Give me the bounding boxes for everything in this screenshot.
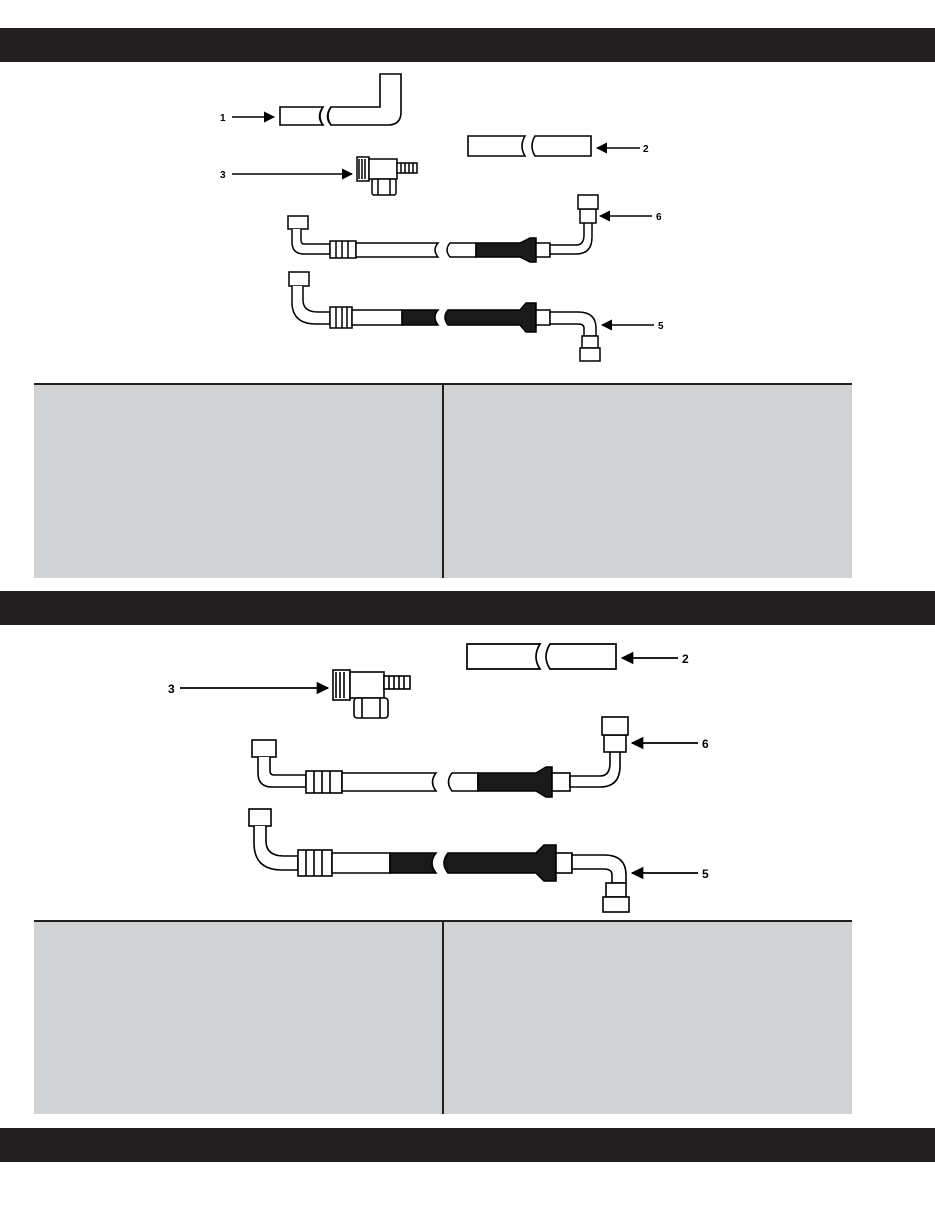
callout-2-label: 2 [643, 144, 649, 155]
callout-3-label: 3 [220, 170, 226, 181]
part-5-hose-assembly [248, 808, 630, 913]
part-3-tee-fitting [356, 156, 418, 196]
info-panel-2-left [34, 922, 442, 1114]
part-2-straight-tube [467, 135, 592, 157]
part-1-elbow-tube [279, 73, 402, 126]
parts-diagram-1: 1 2 3 6 5 [220, 73, 664, 362]
callout-3-label: 3 [168, 682, 175, 696]
callout-5-label: 5 [702, 867, 709, 881]
info-panel-2 [34, 920, 852, 1114]
info-panel-1-divider [442, 385, 444, 578]
info-panel-2-divider [442, 922, 444, 1114]
part-6-hose-assembly [287, 194, 599, 263]
callout-6-label: 6 [702, 737, 709, 751]
part-5-hose-assembly [288, 271, 601, 362]
callout-6-label: 6 [656, 212, 662, 223]
info-panel-1-right [444, 385, 852, 578]
info-panel-1 [34, 383, 852, 578]
callout-2-label: 2 [682, 652, 689, 666]
parts-diagram-2: 2 3 6 5 [168, 643, 709, 913]
part-2-straight-tube [466, 643, 617, 670]
callout-5-label: 5 [658, 321, 664, 332]
info-panel-2-right [444, 922, 852, 1114]
section-header-bar-1 [0, 28, 935, 62]
info-panel-1-left [34, 385, 442, 578]
part-6-hose-assembly [251, 716, 629, 798]
callout-1-label: 1 [220, 113, 226, 124]
section-header-bar-3 [0, 1128, 935, 1162]
part-3-tee-fitting [332, 669, 411, 719]
section-header-bar-2 [0, 591, 935, 625]
